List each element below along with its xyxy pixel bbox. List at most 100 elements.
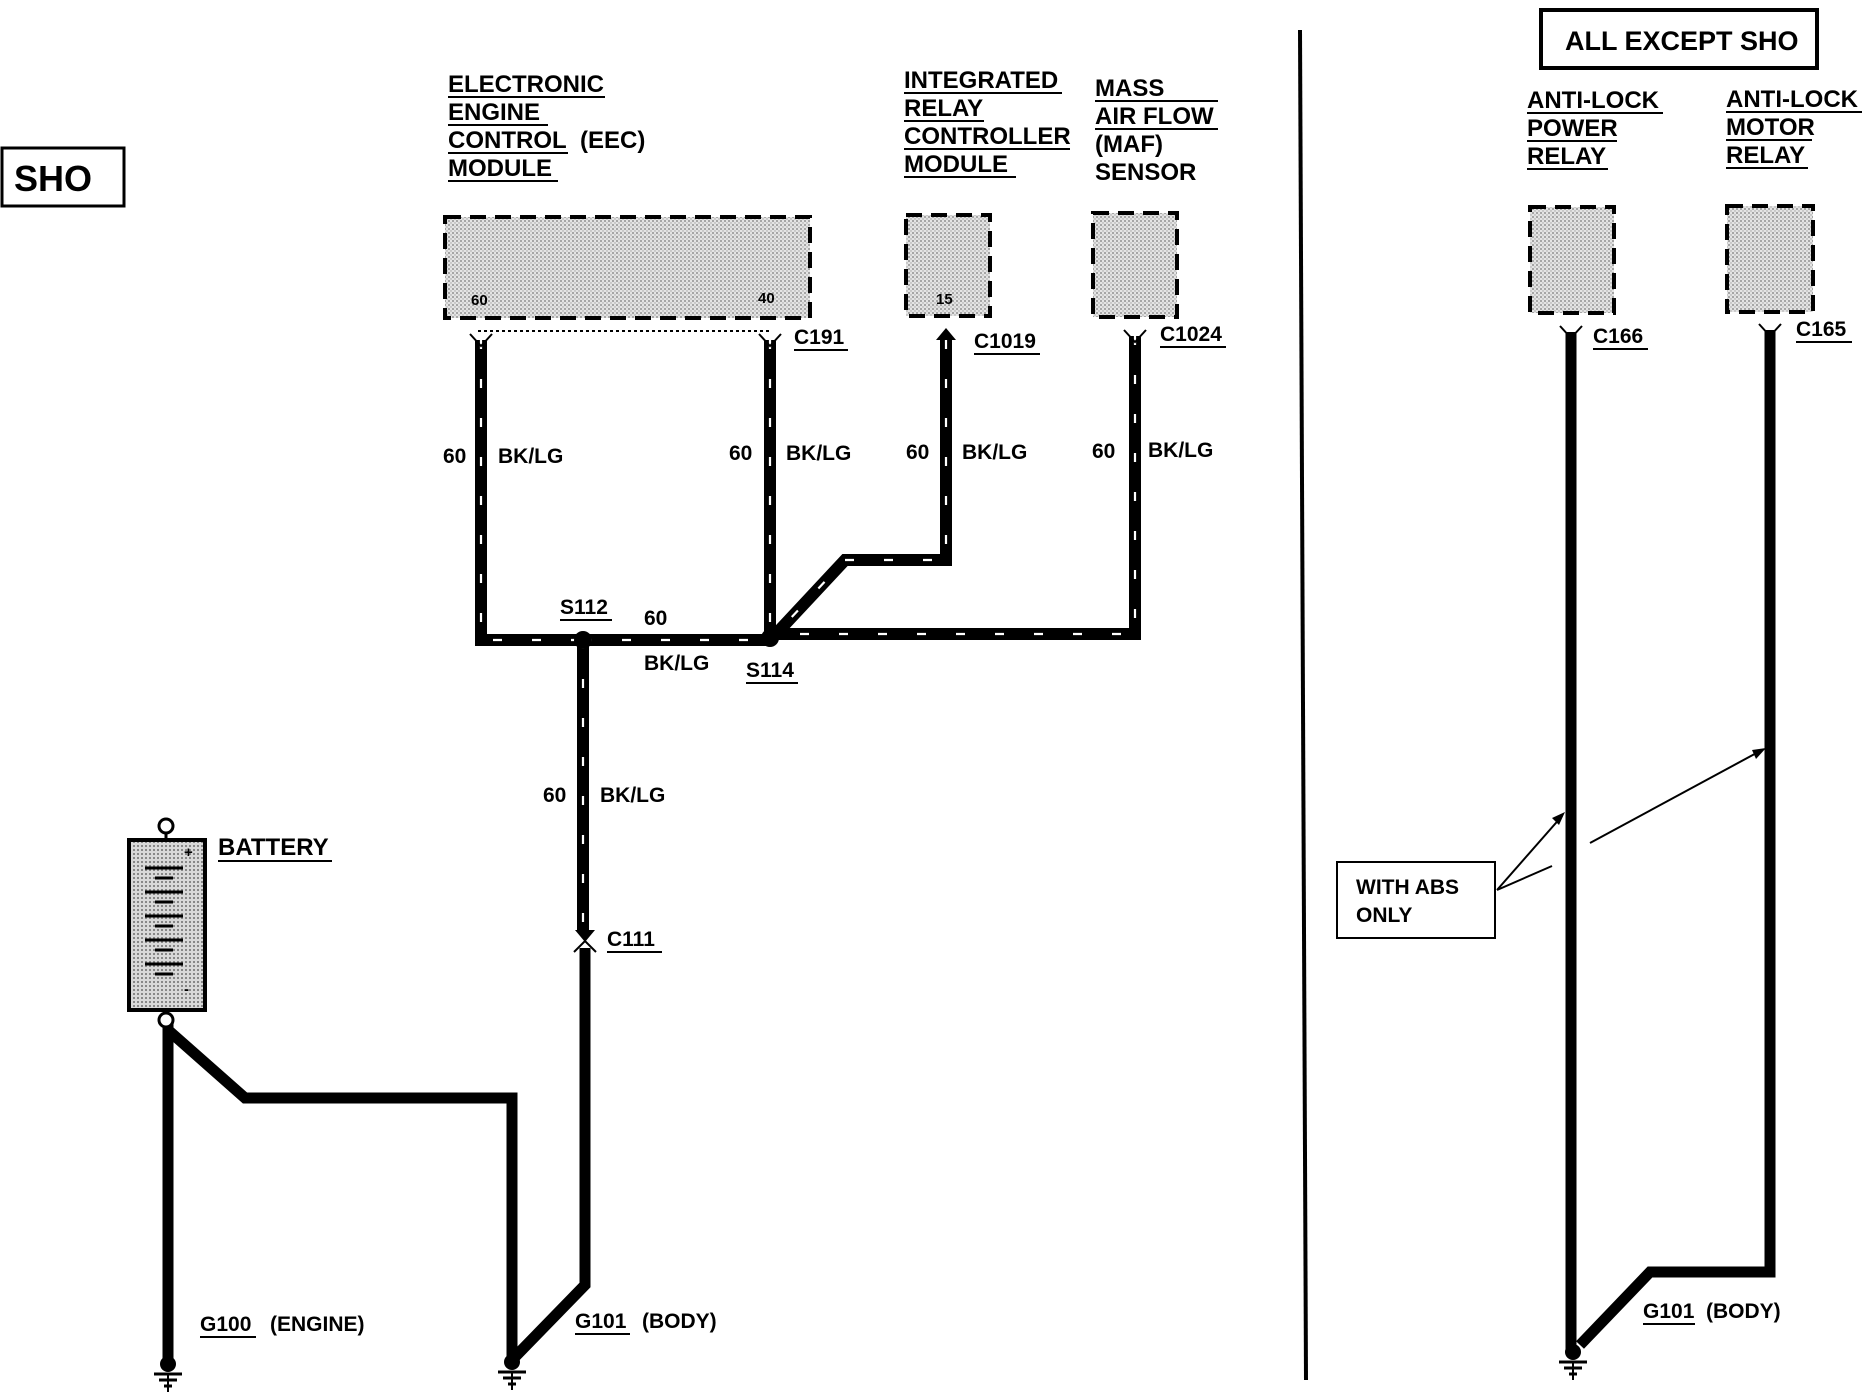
c1024-connector [1123, 329, 1147, 344]
ground-g101-left-symbol [498, 1354, 526, 1390]
all-except-sho-box: ALL EXCEPT SHO [1539, 8, 1819, 70]
all-except-sho-label: ALL EXCEPT SHO [1565, 26, 1799, 56]
apr-label-line-2: POWER [1527, 115, 1618, 142]
c191-pin40-connector [758, 333, 782, 348]
ground-g101-left-label: G101 (BODY) [575, 1310, 717, 1335]
irc-label-line-2: RELAY [904, 95, 983, 122]
section-divider [1298, 29, 1308, 1381]
sho-label-box: SHO [0, 146, 126, 208]
g101-left-id: G101 [575, 1310, 627, 1333]
wire-eec-60-color: BK/LG [498, 445, 563, 468]
wire-s112-s114-color: BK/LG [644, 652, 709, 675]
eec-label-line-2: ENGINE [448, 99, 540, 126]
s112-text: S112 [560, 596, 608, 619]
wire-irc-15 [770, 340, 952, 640]
c165-connector [1758, 323, 1782, 338]
s112-label: S112 [560, 596, 612, 621]
abs-power-relay-box [1528, 205, 1616, 315]
battery-minus: - [184, 981, 189, 998]
sho-label: SHO [14, 158, 92, 199]
c166-text: C166 [1593, 325, 1643, 348]
eec-label-abbrev: (EEC) [580, 127, 645, 154]
apr-label-line-3: RELAY [1527, 143, 1606, 170]
g101-right-where: (BODY) [1706, 1300, 1781, 1323]
c1024-label: C1024 [1160, 323, 1226, 348]
wire-s112-c111-circuit: 60 [543, 784, 566, 807]
apr-label-line-1: ANTI-LOCK [1527, 87, 1660, 114]
battery-symbol: + - [127, 817, 207, 1029]
splice-s112 [574, 631, 592, 649]
maf-label-line-3: (MAF) [1095, 131, 1163, 158]
eec-module-box: 60 40 [443, 215, 812, 320]
splice-s114 [761, 629, 779, 647]
irc-label-line-4: MODULE [904, 151, 1008, 178]
wire-maf [770, 336, 1141, 640]
abs-note-arrows [1496, 748, 1766, 891]
ground-g101-right-symbol [1559, 1344, 1587, 1380]
eec-label-line-3: CONTROL [448, 127, 567, 154]
g100-id: G100 [200, 1313, 251, 1336]
c166-label: C166 [1593, 325, 1648, 350]
c111-connector-male [575, 930, 595, 942]
g101-right-id: G101 [1643, 1300, 1695, 1323]
c1019-label: C1019 [974, 330, 1040, 355]
eec-pin-40: 40 [758, 290, 775, 307]
wire-c165-ground [1576, 330, 1776, 1349]
c1019-text: C1019 [974, 330, 1036, 353]
wire-maf-circuit: 60 [1092, 440, 1115, 463]
c1019-connector [936, 328, 956, 340]
wire-s112-c111-color: BK/LG [600, 784, 665, 807]
wire-eec-40-color: BK/LG [786, 442, 851, 465]
wire-c111-g101 [508, 948, 591, 1364]
eec-module-label: ELECTRONIC ENGINE CONTROL (EEC) MODULE [448, 71, 645, 182]
c191-label: C191 [794, 326, 848, 351]
abs-note-box: WITH ABS ONLY [1336, 861, 1496, 939]
wire-eec-60-circuit: 60 [443, 445, 466, 468]
maf-label-line-2: AIR FLOW [1095, 103, 1214, 130]
maf-sensor-box [1091, 211, 1179, 319]
amr-label-line-2: MOTOR [1726, 114, 1815, 141]
c111-text: C111 [607, 928, 655, 951]
amr-label-line-3: RELAY [1726, 142, 1805, 169]
maf-label-line-4: SENSOR [1095, 159, 1196, 186]
irc-label-line-3: CONTROLLER [904, 123, 1071, 150]
s114-label: S114 [746, 659, 798, 684]
wire-battery-g101 [164, 1025, 518, 1360]
eec-label-line-1: ELECTRONIC [448, 71, 604, 98]
abs-note-line-2: ONLY [1356, 904, 1412, 927]
eec-label-line-4: MODULE [448, 155, 552, 182]
c111-connector-female [573, 939, 597, 953]
irc-label-line-1: INTEGRATED [904, 67, 1058, 94]
maf-label-line-1: MASS [1095, 75, 1164, 102]
ground-g101-right-label: G101 (BODY) [1643, 1300, 1781, 1325]
c191-pin60-connector [469, 333, 493, 348]
eec-pin-60: 60 [471, 292, 488, 309]
abs-motor-relay-box [1725, 204, 1815, 314]
c191-text: C191 [794, 326, 845, 349]
amr-label-line-1: ANTI-LOCK [1726, 86, 1859, 113]
abs-power-relay-label: ANTI-LOCK POWER RELAY [1527, 87, 1663, 170]
battery-plus: + [184, 844, 193, 861]
irc-pin-15: 15 [936, 291, 953, 308]
battery-label: BATTERY [218, 834, 332, 862]
maf-sensor-label: MASS AIR FLOW (MAF) SENSOR [1095, 75, 1218, 186]
wire-maf-color: BK/LG [1148, 439, 1213, 462]
wire-s112-s114-circuit: 60 [644, 607, 667, 630]
relay-controller-label: INTEGRATED RELAY CONTROLLER MODULE [904, 67, 1071, 178]
c165-label: C165 [1796, 318, 1852, 343]
wire-eec-60 [475, 340, 583, 646]
wire-eec-40-circuit: 60 [729, 442, 752, 465]
wire-irc-circuit: 60 [906, 441, 929, 464]
c1024-text: C1024 [1160, 323, 1222, 346]
abs-note-line-1: WITH ABS [1356, 876, 1459, 899]
wire-irc-color: BK/LG [962, 441, 1027, 464]
g101-left-where: (BODY) [642, 1310, 717, 1333]
ground-g100-label: G100 (ENGINE) [200, 1313, 365, 1338]
relay-controller-box: 15 [904, 213, 992, 318]
battery-text: BATTERY [218, 834, 329, 861]
g100-where: (ENGINE) [270, 1313, 365, 1336]
s114-text: S114 [746, 659, 794, 682]
c165-text: C165 [1796, 318, 1847, 341]
c166-connector [1559, 325, 1583, 340]
